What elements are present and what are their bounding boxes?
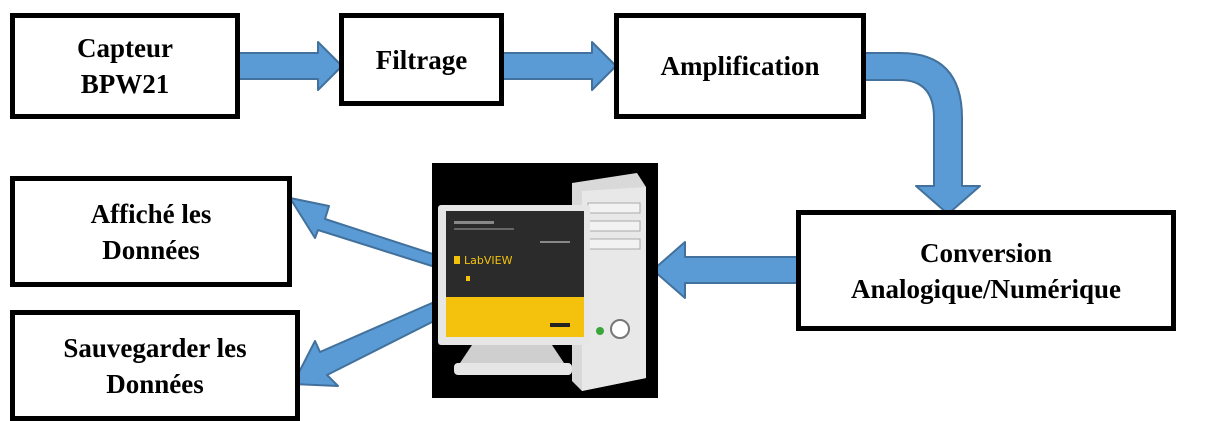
screen-brand-text: LabVIEW [464,254,513,267]
arrow-capteur-filtrage [236,41,343,91]
arrow-amplification-conversion [862,52,981,215]
node-conversion: Conversion Analogique/Numérique [796,210,1176,331]
node-filtrage: Filtrage [339,13,504,106]
arrow-filtrage-amplification [501,41,617,91]
node-affiche-line-1: Affiché les [90,198,212,229]
node-conversion-line-2: Analogique/Numérique [850,273,1122,304]
node-conversion-line-1: Conversion [919,237,1052,268]
node-amplification-label: Amplification [660,51,820,81]
node-sauvegarder-line-2: Données [106,368,204,399]
arrow-computer-sauvegarder [292,302,441,387]
arrow-conversion-computer [652,241,798,299]
node-sauvegarder-line-1: Sauvegarder les [63,332,247,363]
desktop-computer-icon: LabVIEW [432,163,658,398]
node-filtrage-label: Filtrage [375,44,468,75]
node-affiche: Affiché les Données [10,176,292,287]
arrow-computer-affiche [289,197,440,267]
node-capteur-line-2: BPW21 [80,69,170,99]
node-amplification: Amplification [614,13,866,119]
node-affiche-line-2: Données [102,234,200,265]
node-capteur: Capteur BPW21 [10,13,240,119]
node-sauvegarder: Sauvegarder les Données [10,310,300,421]
node-capteur-line-1: Capteur [77,33,173,63]
